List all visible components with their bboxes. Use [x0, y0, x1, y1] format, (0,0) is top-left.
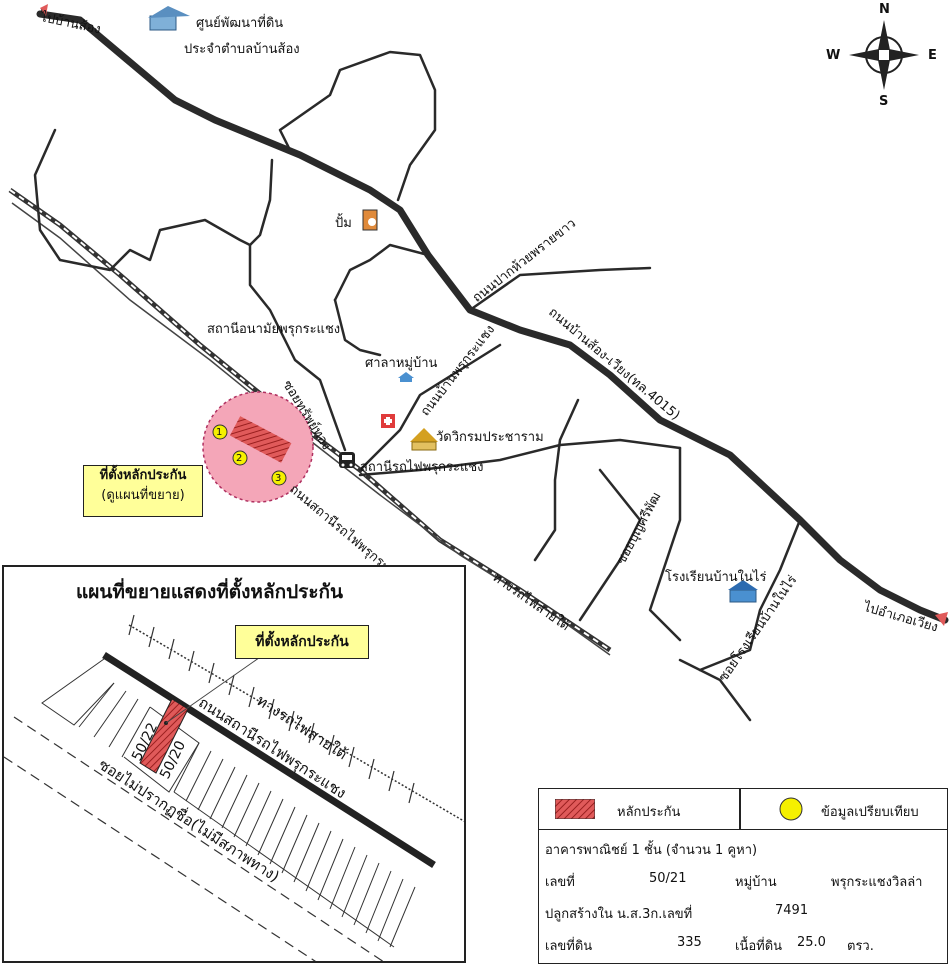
label-school: โรงเรียนบ้านในไร่: [665, 570, 767, 585]
inset-collateral-callout: ที่ตั้งหลักประกัน: [235, 625, 369, 659]
legend-deed-label: ปลูกสร้างใน น.ส.3ก.เลขที่: [545, 907, 693, 922]
compass-west: W: [826, 48, 841, 63]
compass-east: E: [928, 48, 937, 63]
label-pump: ปั้ม: [335, 216, 352, 231]
arrow-to-ban-song-icon: [40, 4, 48, 16]
inset-map: แผนที่ขยายแสดงที่ตั้งหลักประกัน: [2, 565, 466, 963]
legend-no-label: เลขที่: [545, 875, 575, 890]
marker-3: 3: [275, 473, 282, 484]
label-temple: วัดวิกรมประชาราม: [436, 430, 544, 445]
legend-area-value: 25.0: [797, 935, 826, 950]
compass-north: N: [879, 2, 890, 17]
legend-collateral: หลักประกัน: [617, 805, 681, 820]
collateral-swatch: [555, 799, 595, 819]
collateral-plot: [139, 698, 189, 774]
legend-table: หลักประกัน ข้อมูลเปรียบเทียบ อาคารพาณิชย…: [538, 788, 948, 964]
collateral-callout-line2: (ดูแผนที่ขยาย): [101, 488, 185, 503]
main-highway: [36, 10, 949, 624]
marker-1: 1: [216, 427, 223, 438]
legend-village-value: พรุกระแชงวิลล่า: [831, 875, 923, 890]
legend-comparable: ข้อมูลเปรียบเทียบ: [821, 805, 919, 820]
label-land-center-2: ประจำตำบลบ้านส้อง: [184, 42, 300, 57]
legend-land-value: 335: [677, 935, 702, 950]
legend-no-value: 50/21: [649, 871, 687, 886]
temple-icon: [410, 428, 438, 451]
train-station-icon: [339, 452, 355, 468]
inset-title: แผนที่ขยายแสดงที่ตั้งหลักประกัน: [76, 581, 344, 603]
minor-roads: [33, 50, 802, 722]
legend-village-label: หมู่บ้าน: [735, 875, 777, 890]
collateral-callout-line1: ที่ตั้งหลักประกัน: [99, 468, 187, 483]
sala-icon: [398, 372, 414, 382]
legend-building: อาคารพาณิชย์ 1 ชั้น (จำนวน 1 คูหา): [545, 843, 758, 858]
collateral-location-callout: ที่ตั้งหลักประกัน (ดูแผนที่ขยาย): [83, 465, 203, 517]
gas-pump-icon: [362, 209, 378, 231]
school-icon: [728, 580, 758, 603]
label-sala: ศาลาหมู่บ้าน: [365, 356, 438, 371]
land-center-icon: [148, 6, 190, 31]
marker-2: 2: [236, 453, 243, 464]
legend-area-unit: ตรว.: [847, 939, 874, 954]
compass-rose-icon: [849, 20, 919, 90]
legend-land-label: เลขที่ดิน: [545, 939, 593, 954]
legend-area-label: เนื้อที่ดิน: [735, 939, 783, 954]
label-rail-station: สถานีรถไฟพรุกระแชง: [360, 460, 484, 475]
legend-deed-value: 7491: [775, 903, 809, 918]
inset-drawing: [4, 614, 464, 961]
comparable-swatch: [779, 797, 803, 821]
label-land-center-1: ศูนย์พัฒนาที่ดิน: [196, 16, 284, 31]
arrow-to-wiang-icon: [935, 612, 948, 626]
health-station-icon: [381, 414, 395, 428]
label-health-station: สถานีอนามัยพรุกระแชง: [207, 322, 341, 337]
compass-south: S: [879, 94, 889, 109]
inset-road: [102, 652, 436, 868]
